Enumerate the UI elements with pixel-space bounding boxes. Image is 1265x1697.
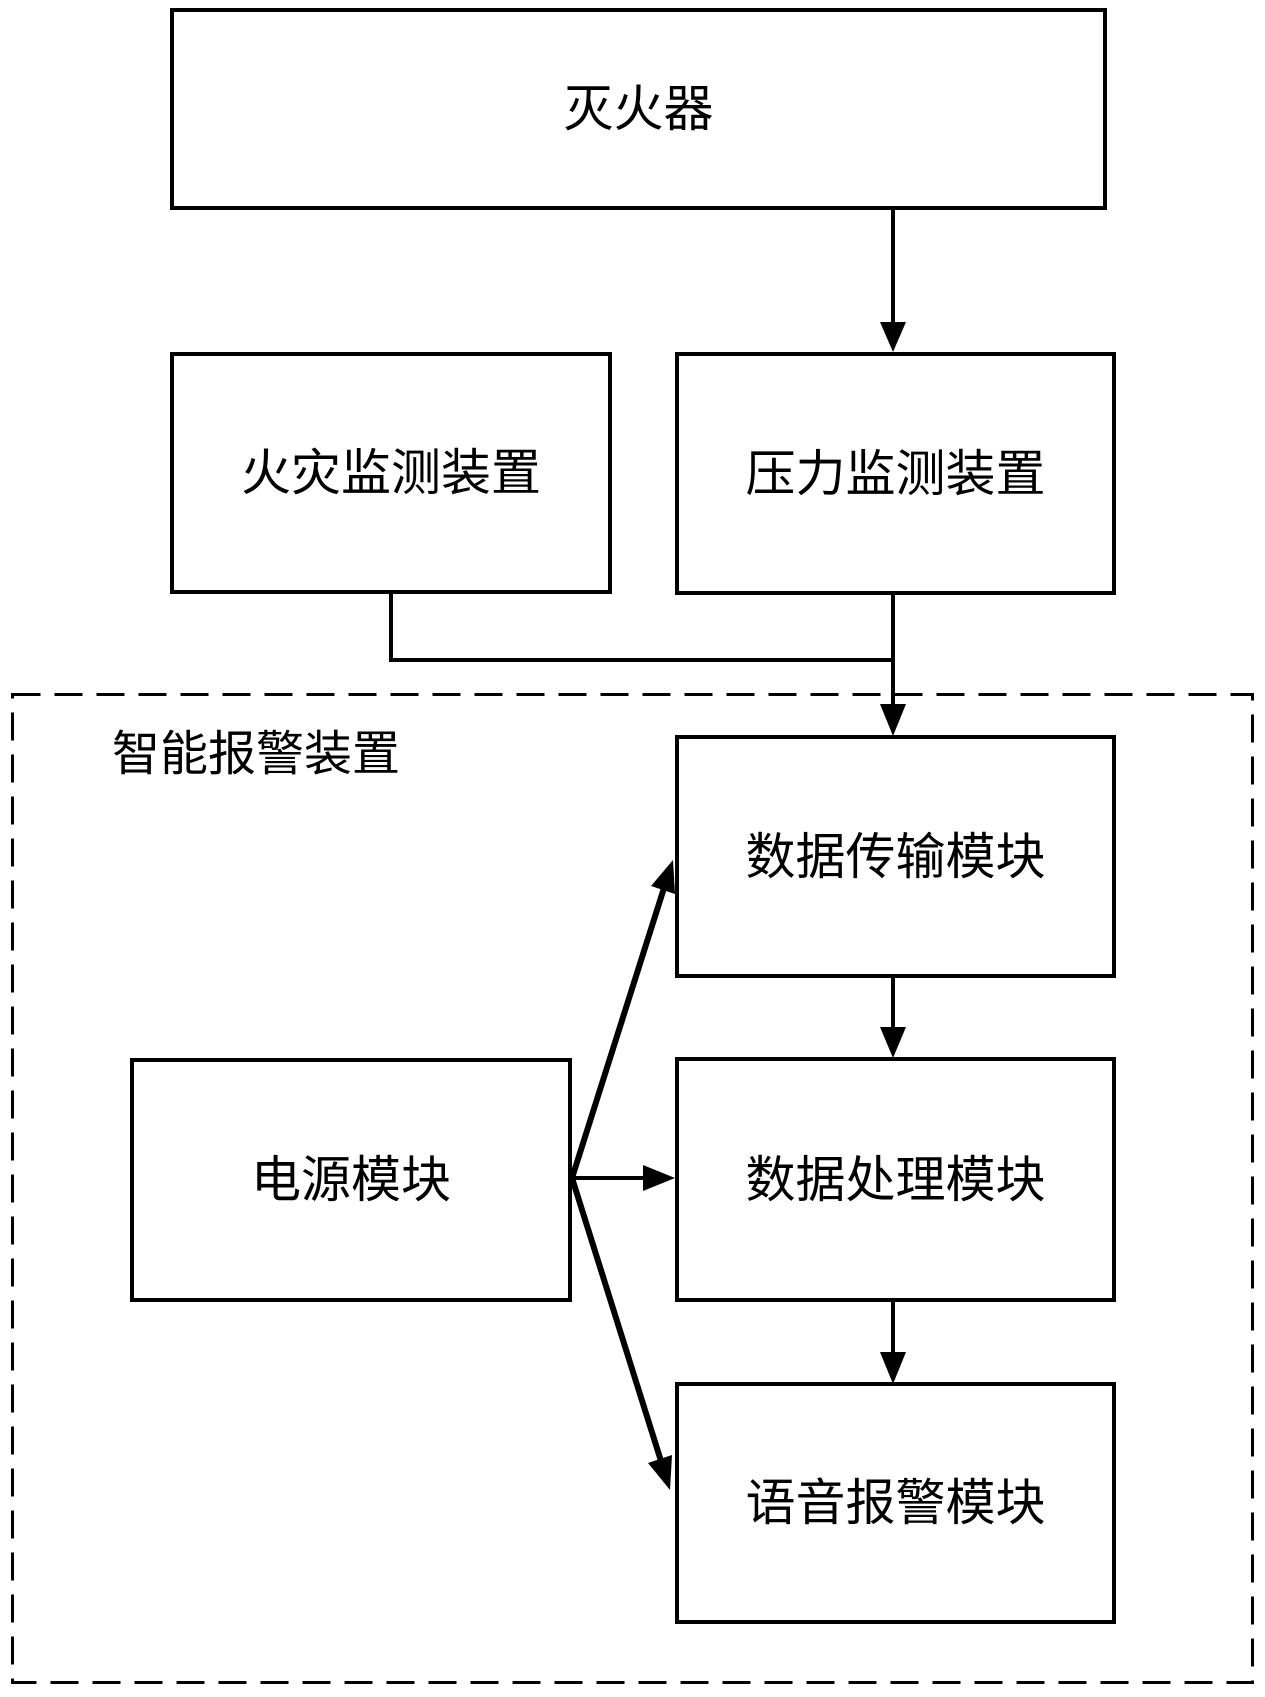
smart-alarm-group-dashed-border [11,693,1254,1684]
node-data-processing-label: 数据处理模块 [745,1150,1046,1209]
edge-power-to-voice [569,1177,672,1490]
edge-processing-to-voice [880,1302,906,1384]
node-voice-alarm-label: 语音报警模块 [745,1474,1046,1532]
smart-alarm-group-label: 智能报警装置 [112,726,401,782]
node-extinguisher: 灭火器 [170,8,1107,210]
node-data-processing: 数据处理模块 [675,1057,1116,1302]
node-data-transmission: 数据传输模块 [675,735,1116,978]
node-power-label: 电源模块 [251,1151,451,1209]
node-data-transmission-label: 数据传输模块 [745,827,1046,886]
edge-power-to-transmission [569,860,675,1179]
edge-pressure-to-transmission [880,594,906,736]
edge-transmission-to-processing [880,978,906,1058]
node-power: 电源模块 [130,1058,572,1302]
node-voice-alarm: 语音报警模块 [675,1382,1116,1624]
node-pressure-monitor-label: 压力监测装置 [745,444,1046,503]
node-fire-monitor-label: 火灾监测装置 [241,444,541,502]
edge-extinguisher-to-pressure [880,210,906,352]
node-fire-monitor: 火灾监测装置 [170,352,612,594]
edge-fire-monitor-elbow [389,592,893,662]
edge-power-to-processing [572,1165,675,1191]
node-pressure-monitor: 压力监测装置 [675,352,1116,595]
node-extinguisher-label: 灭火器 [563,80,714,138]
